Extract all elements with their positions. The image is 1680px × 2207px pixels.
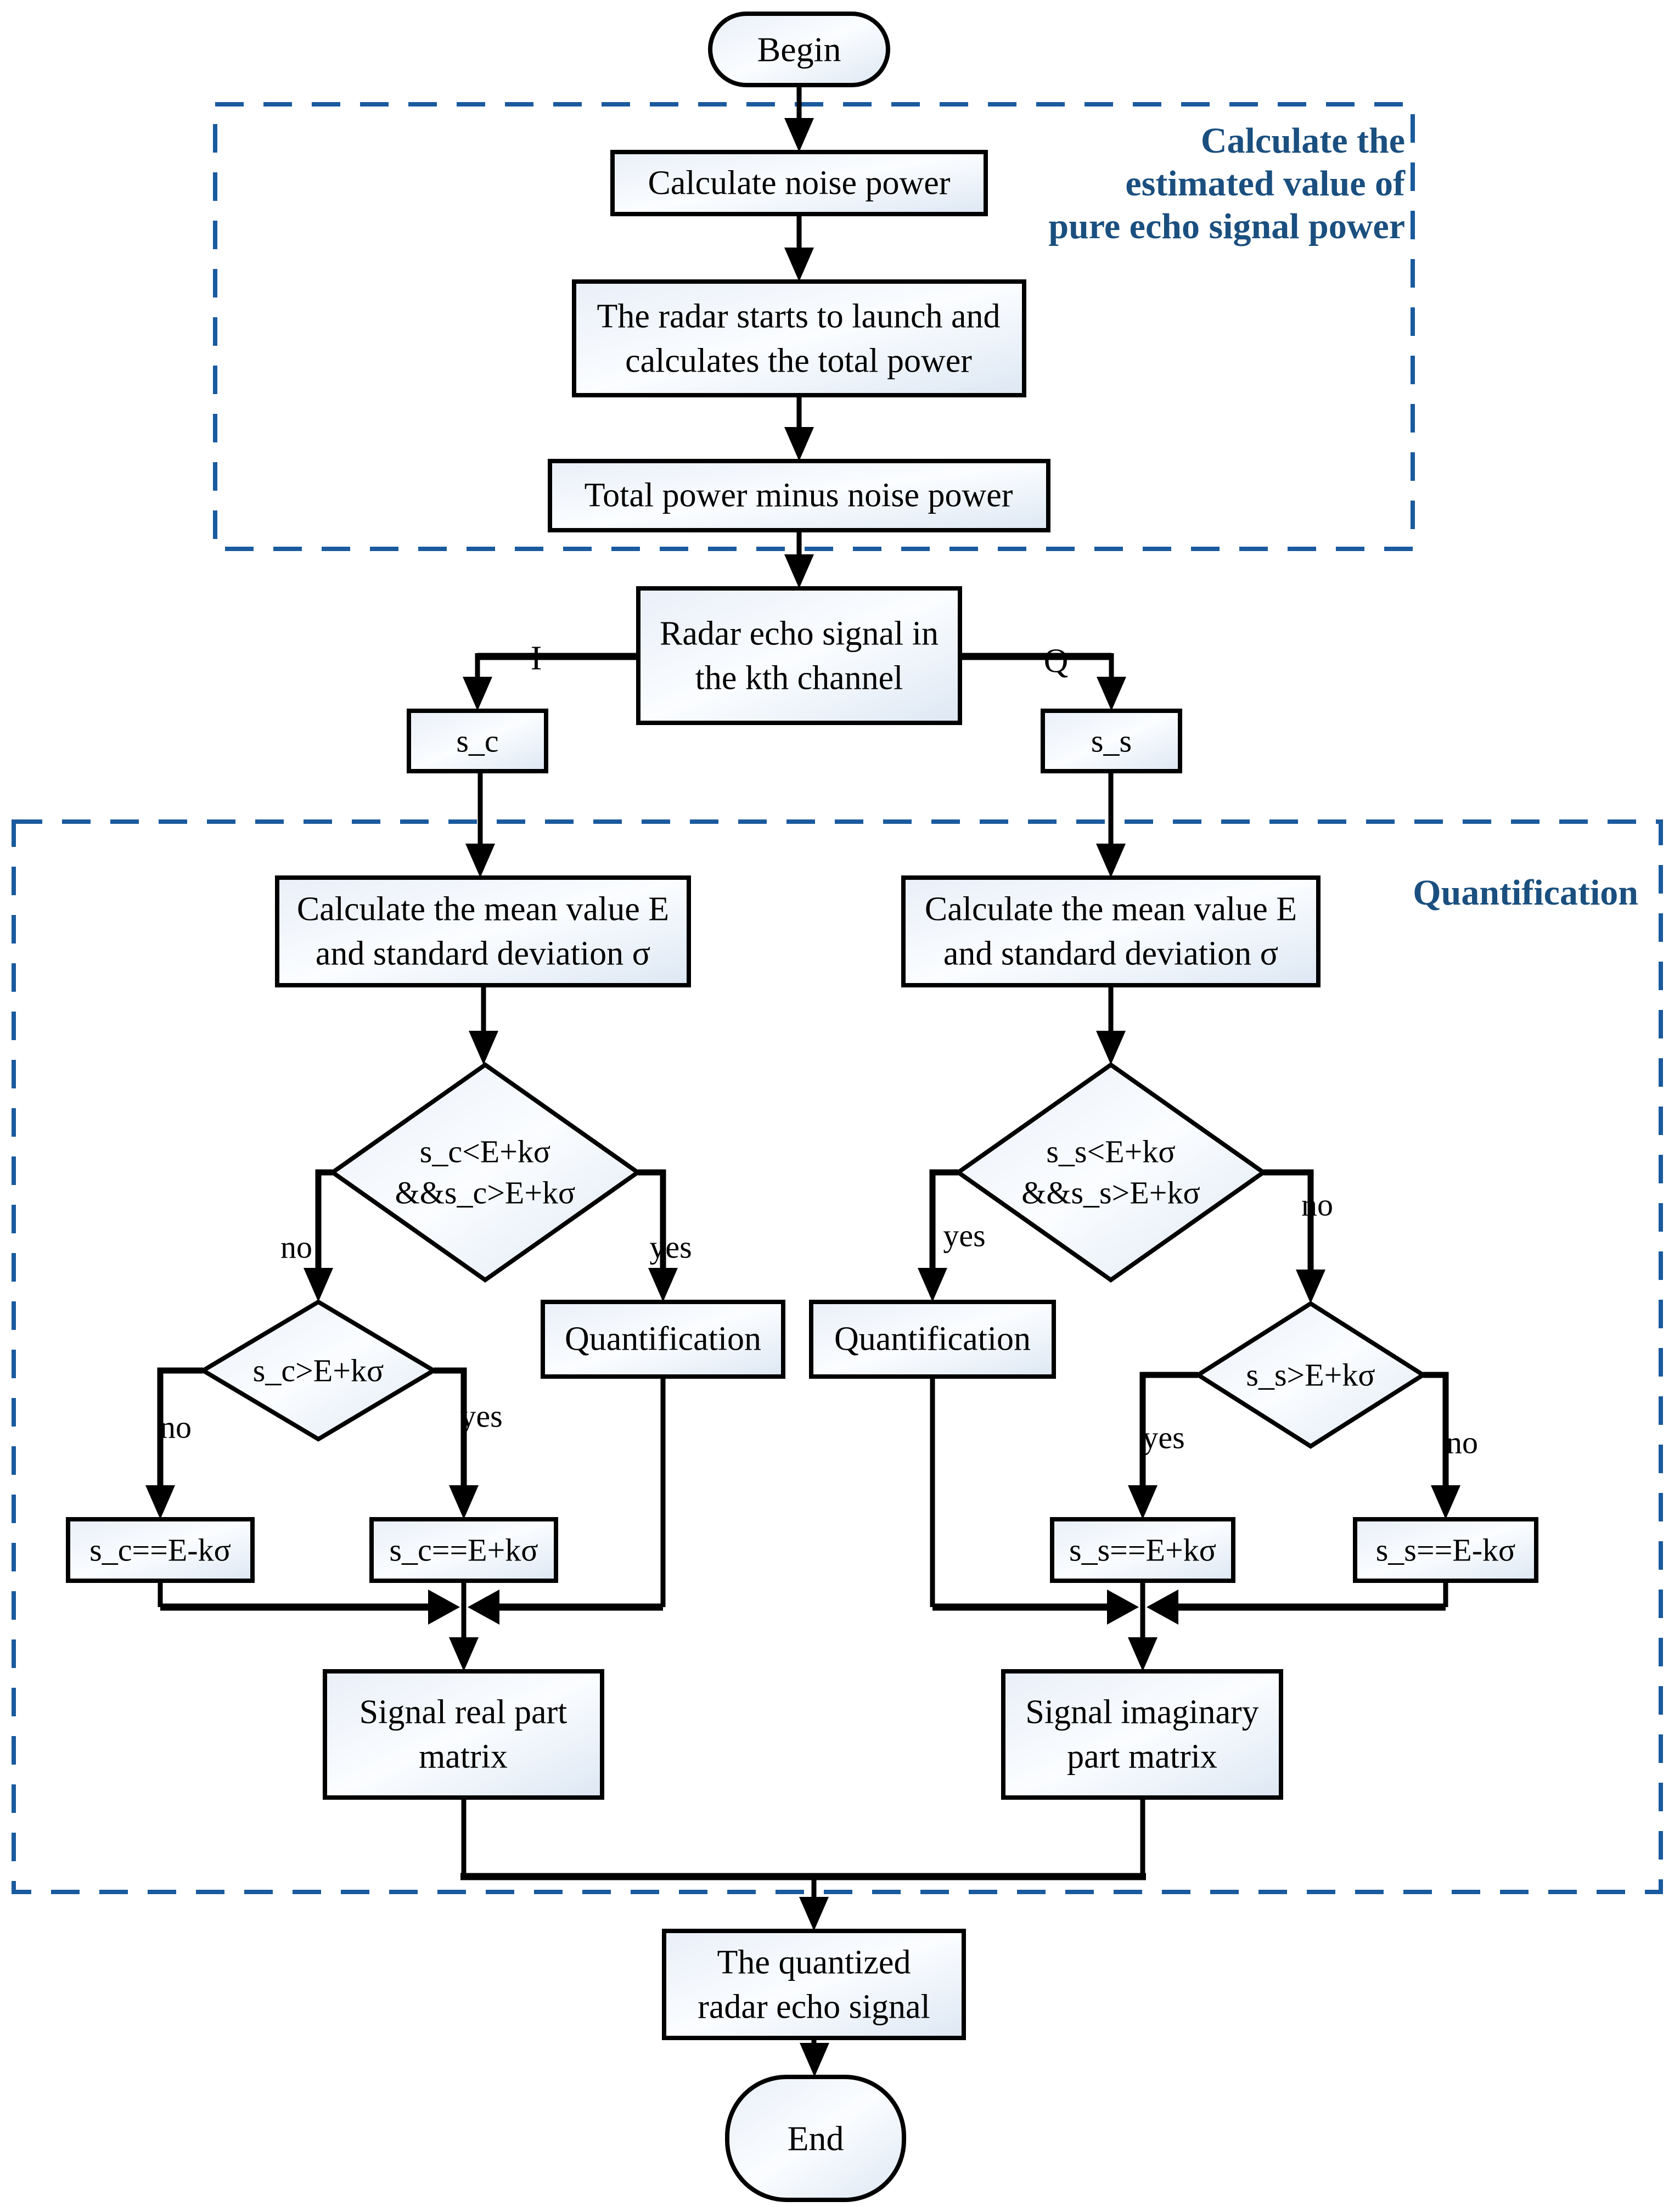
node-imag-matrix [1001,1669,1283,1800]
arrowhead [784,427,814,461]
arrowhead [465,844,495,878]
edge-line [157,1367,203,1512]
arrowhead [1097,677,1126,711]
arrowhead [800,2043,829,2077]
arrowhead [1096,844,1126,878]
arrowhead [449,1637,479,1671]
node-total-minus-noise [548,459,1050,532]
arrowhead [784,554,814,588]
node-calc-mean-left [275,875,691,987]
edge-line [638,1169,666,1294]
arrowhead [428,1590,460,1625]
region-quantification [12,819,1663,1894]
arrowheads [145,118,1460,2077]
node-sc-assign-minus [66,1517,255,1583]
arrowhead [449,1485,479,1519]
arrowhead [469,1031,498,1065]
node-cond-ss-gt [1194,1301,1428,1449]
edge-line [434,1367,467,1512]
arrowhead [799,1897,829,1931]
arrowhead [1431,1485,1460,1519]
arrowhead [145,1485,175,1519]
arrowhead [918,1268,947,1302]
node-ss-assign-plus [1050,1517,1235,1583]
arrowhead [784,118,814,152]
edge-line [1263,1169,1314,1296]
node-begin [708,12,890,87]
arrowhead [1128,1637,1158,1671]
node-real-matrix [323,1669,604,1800]
node-radar-echo [636,586,962,725]
node-cond-sc-gt [199,1299,438,1442]
arrowhead [1296,1270,1325,1304]
edge-line [1139,1372,1198,1512]
node-s-c [407,709,548,773]
node-quant-right [809,1300,1056,1379]
node-end [725,2075,906,2202]
node-quantized-signal [662,1929,966,2040]
arrowhead [304,1268,333,1302]
arrowhead [1128,1485,1158,1519]
node-cond-ss-range [954,1062,1267,1283]
arrowhead [463,677,492,711]
node-ss-assign-minus [1353,1517,1538,1583]
arrowhead [784,248,814,282]
node-cond-sc-range [329,1062,642,1283]
edge-line [929,1169,958,1294]
region-power-estimate [213,102,1415,551]
node-radar-launch [572,279,1026,397]
node-s-s [1041,709,1182,773]
node-calc-mean-right [901,875,1321,987]
node-sc-assign-plus [369,1517,558,1583]
arrowhead [1147,1590,1178,1625]
regions [12,102,1663,1894]
node-quant-left [541,1300,785,1379]
node-shapes [66,12,1538,2202]
arrowhead [468,1590,499,1625]
edge-line [315,1169,333,1294]
edge-line [1423,1372,1449,1512]
arrowhead [1107,1590,1139,1625]
node-calc-noise [610,150,988,216]
arrowhead [648,1268,678,1302]
arrowhead [1096,1031,1126,1065]
